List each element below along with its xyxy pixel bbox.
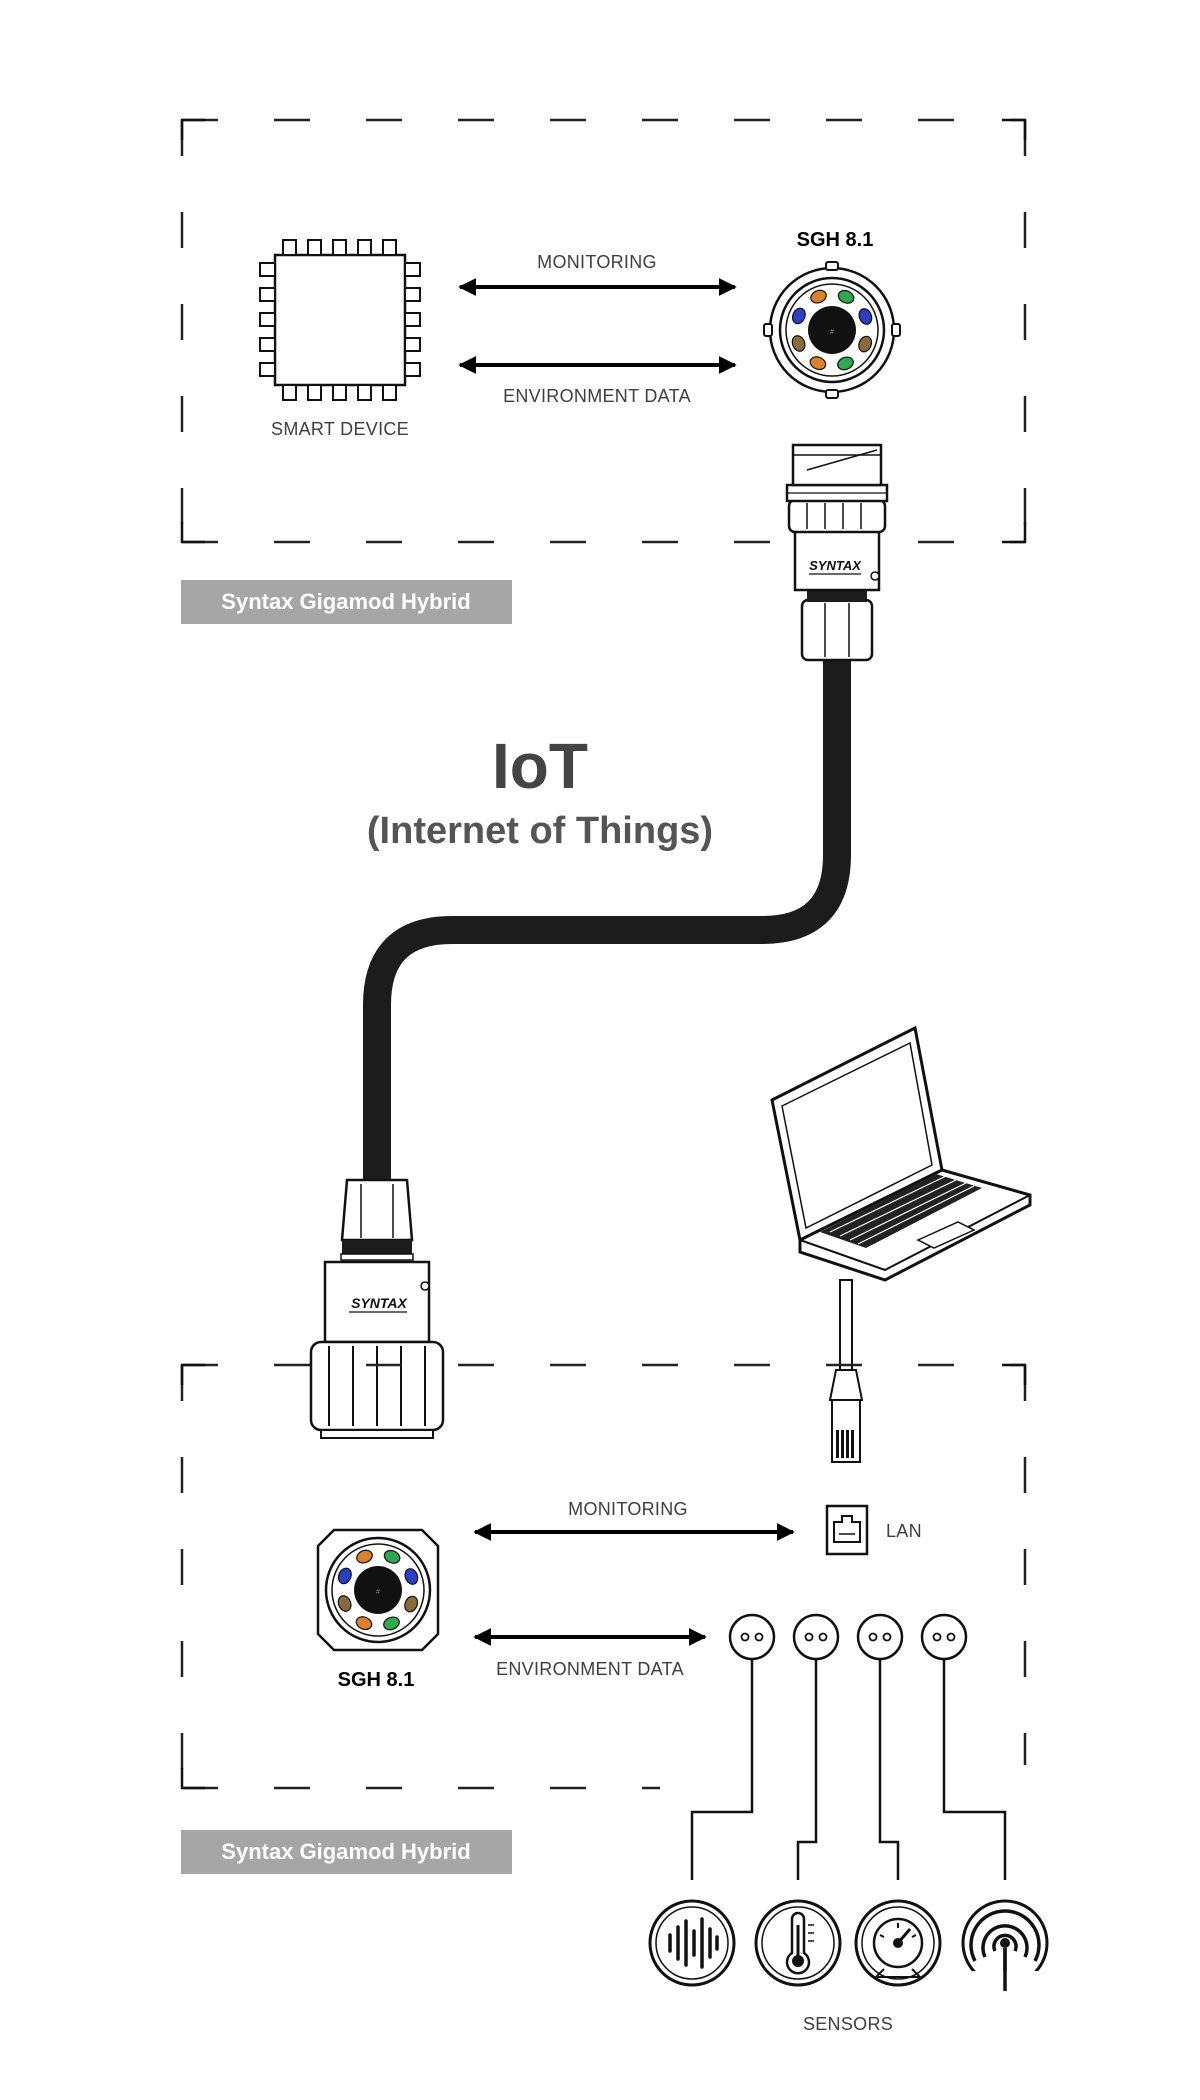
chip-icon xyxy=(259,239,421,401)
top-badge-text: Syntax Gigamod Hybrid xyxy=(221,589,470,614)
monitoring-label: MONITORING xyxy=(568,1499,688,1519)
sgh-panel-connector-label: SGH 8.1 xyxy=(338,1669,415,1691)
sound-wave-icon xyxy=(648,1899,736,1987)
lan-label: LAN xyxy=(886,1521,922,1541)
iot-subtitle: (Internet of Things) xyxy=(367,810,713,852)
bottom-panel: SGH 8.1 MONITORING ENVIRONMENT DATA LAN … xyxy=(180,1363,1027,1874)
sgh-panel-connector-icon xyxy=(316,1528,440,1652)
iot-title: IoT xyxy=(492,730,588,802)
smart-device-label: SMART DEVICE xyxy=(271,419,409,439)
environment-data-label: ENVIRONMENT DATA xyxy=(496,1659,684,1679)
sensor-socket-4 xyxy=(920,1613,968,1661)
bottom-brand-text: SYNTAX xyxy=(351,1295,408,1311)
lan-port-icon xyxy=(825,1504,869,1556)
sensor-socket-3 xyxy=(856,1613,904,1661)
top-brand-text: SYNTAX xyxy=(809,558,862,573)
sensor-wires xyxy=(690,1659,1007,1880)
sgh-connector-label: SGH 8.1 xyxy=(797,229,874,251)
top-connector-plug: SYNTAX xyxy=(785,443,889,662)
lan-cable-plug xyxy=(828,1279,864,1463)
antenna-signal-icon xyxy=(961,1899,1049,1991)
thermometer-icon xyxy=(754,1899,842,1987)
monitoring-label: MONITORING xyxy=(537,252,657,272)
top-badge xyxy=(181,580,512,624)
sensor-socket-1 xyxy=(728,1613,776,1661)
laptop-icon xyxy=(770,1025,1032,1282)
environment-data-label: ENVIRONMENT DATA xyxy=(503,386,691,406)
bottom-badge xyxy=(181,1830,512,1874)
bottom-badge-text: Syntax Gigamod Hybrid xyxy=(221,1839,470,1864)
cable xyxy=(363,660,851,1190)
gauge-icon xyxy=(854,1899,942,1987)
top-panel: SMART DEVICE MONITORING ENVIRONMENT DATA… xyxy=(180,118,1027,624)
sgh-connector-face-icon xyxy=(763,261,901,399)
bottom-connector-plug: SYNTAX xyxy=(309,1178,445,1439)
sensor-socket-2 xyxy=(792,1613,840,1661)
sensors-label: SENSORS xyxy=(803,2014,893,2034)
